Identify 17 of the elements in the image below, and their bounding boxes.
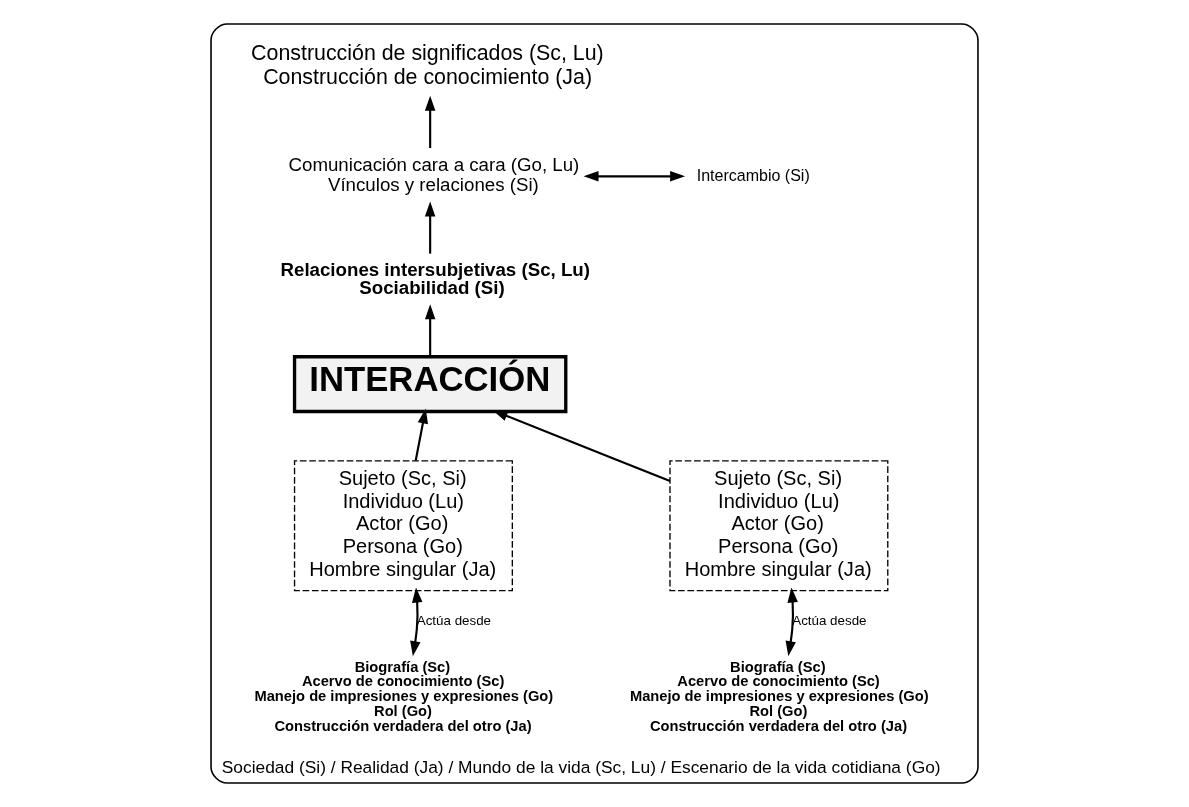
arrow — [785, 587, 798, 657]
node-text: Relaciones intersubjetivas (Sc, Lu) Sociabilidad (Si) — [280, 258, 590, 299]
arrow — [424, 201, 436, 254]
arrow — [414, 408, 429, 461]
arrow — [410, 587, 423, 657]
node-box: Sujeto (Sc, Si) Individuo (Lu) Actor (Go) Persona (Go) Hombre singular (Ja) — [669, 460, 889, 592]
node-box: Sujeto (Sc, Si) Individuo (Lu) Actor (Go) Persona (Go) Hombre singular (Ja) — [293, 460, 513, 592]
edge-label: Actúa desde — [416, 613, 492, 629]
node-box: INTERACCIÓN — [292, 355, 568, 414]
arrow — [424, 95, 436, 149]
node-text: Biografía (Sc) Acervo de conocimiento (Sc) Manejo de impresiones y expresiones (Go) Rol (Go) Construcción verdadera del otro (Ja) — [254, 658, 554, 734]
node-text: Biografía (Sc) Acervo de conocimiento (Sc) Manejo de impresiones y expresiones (Go) Rol (Go) Construcción verdadera del otro (Ja) — [629, 658, 929, 734]
arrow — [583, 171, 686, 182]
node-text: Construcción de significados (Sc, Lu) Construcción de conocimiento (Ja) — [251, 40, 604, 89]
arrow — [424, 304, 436, 357]
node-text: Intercambio (Si) — [696, 165, 810, 184]
node-text: Comunicación cara a cara (Go, Lu) Vínculos y relaciones (Si) — [288, 154, 580, 196]
